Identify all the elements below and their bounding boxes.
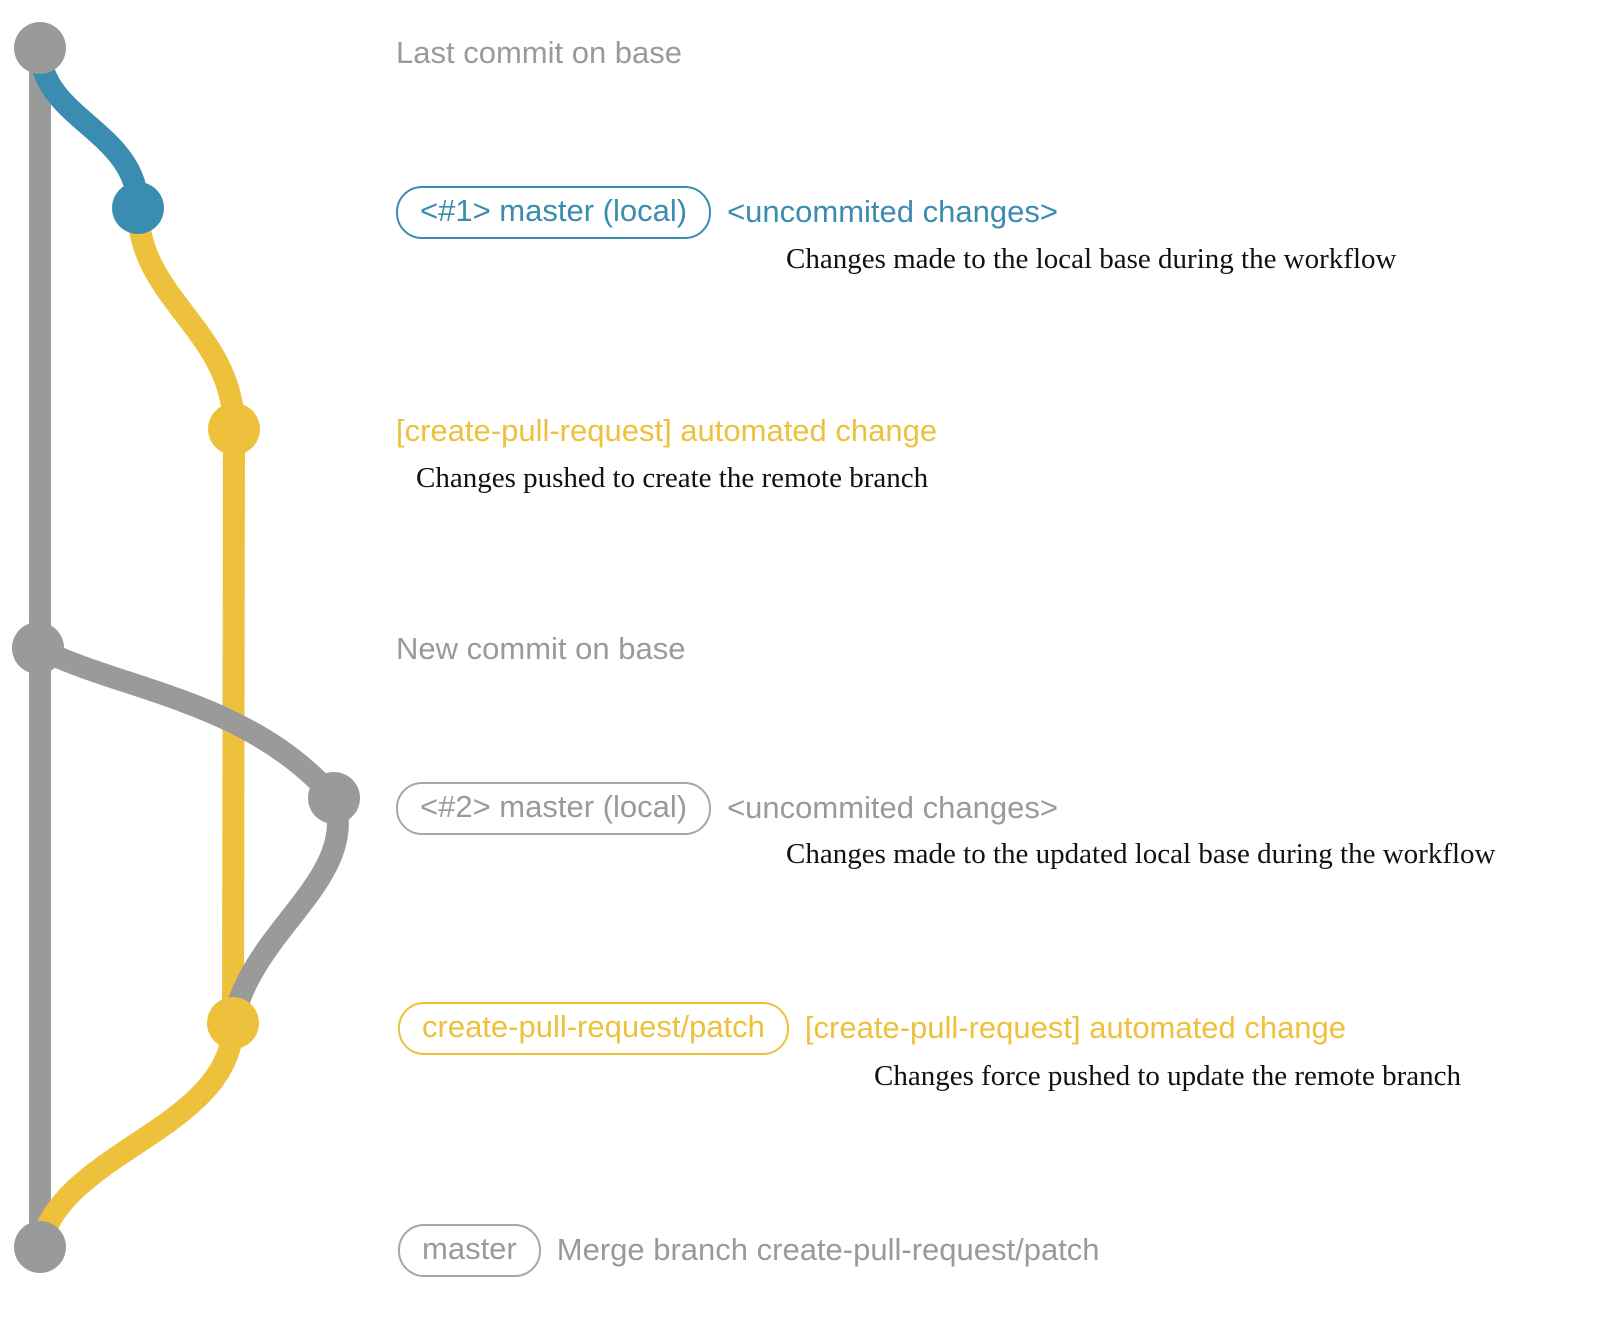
edge-patch2-to-merge <box>29 1012 244 1258</box>
node-merge-commit[interactable] <box>14 1221 66 1273</box>
row-master-local-2: <#2> master (local) <uncommited changes> <box>396 782 1058 835</box>
label-automated-change-1: [create-pull-request] automated change <box>396 413 938 448</box>
note-automated-change-1: Changes pushed to create the remote bran… <box>416 462 929 494</box>
row-master-local-1: <#1> master (local) <uncommited changes> <box>396 186 1058 239</box>
commit-node-layer <box>12 22 360 1273</box>
label-last-commit-on-base: Last commit on base <box>396 35 683 70</box>
node-automated-change-1[interactable] <box>208 403 260 455</box>
subject-automated-change-2: [create-pull-request] automated change <box>804 1010 1347 1045</box>
edge-base-to-local1 <box>29 37 149 219</box>
edge-local1-to-patch1 <box>127 197 245 440</box>
edge-local2-to-patch2 <box>222 787 349 1034</box>
node-automated-change-2[interactable] <box>207 997 259 1049</box>
badge-create-pull-request-patch[interactable]: create-pull-request/patch <box>398 1002 789 1055</box>
subject-master-local-2: <uncommited changes> <box>727 790 1058 825</box>
subject-merge-commit: Merge branch create-pull-request/patch <box>556 1232 1100 1267</box>
note-automated-change-2: Changes force pushed to update the remot… <box>874 1060 1462 1092</box>
subject-master-local-1: <uncommited changes> <box>727 194 1058 229</box>
node-master-local-2[interactable] <box>308 772 360 824</box>
node-new-commit-on-base[interactable] <box>12 622 64 674</box>
note-master-local-2: Changes made to the updated local base d… <box>786 838 1496 870</box>
label-new-commit-on-base: New commit on base <box>396 631 686 666</box>
badge-master[interactable]: master <box>398 1224 541 1277</box>
badge-master-local-2[interactable]: <#2> master (local) <box>396 782 712 835</box>
node-last-commit-on-base[interactable] <box>14 22 66 74</box>
edge-base2-to-local2 <box>27 637 345 809</box>
row-merge-commit: master Merge branch create-pull-request/… <box>398 1224 1100 1277</box>
badge-master-local-1[interactable]: <#1> master (local) <box>396 186 712 239</box>
node-master-local-1[interactable] <box>112 182 164 234</box>
note-master-local-1: Changes made to the local base during th… <box>786 243 1397 275</box>
row-automated-change-2: create-pull-request/patch [create-pull-r… <box>398 1002 1346 1055</box>
